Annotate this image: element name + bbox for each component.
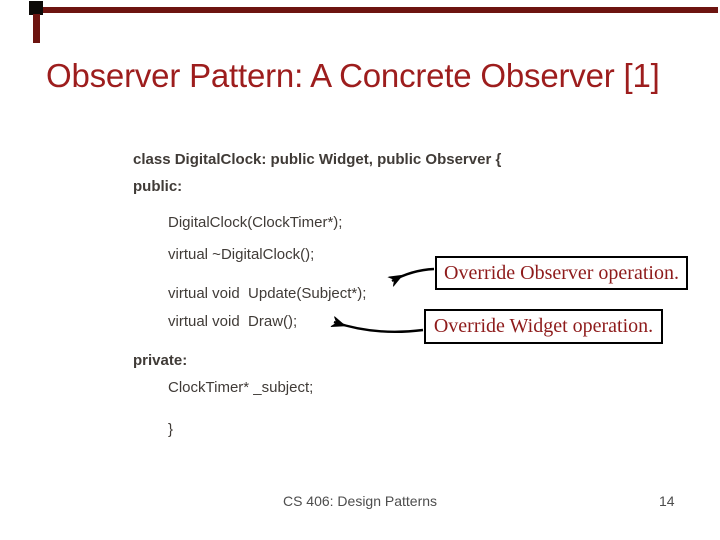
code-line-private: private: xyxy=(133,352,188,369)
callout-override-observer-text: Override Observer operation. xyxy=(444,261,679,284)
code-line-subject-member: ClockTimer* _subject; xyxy=(168,379,314,396)
code-line-draw: virtual void Draw(); xyxy=(168,313,298,330)
slide-title: Observer Pattern: A Concrete Observer [1… xyxy=(46,57,660,94)
top-left-square-decoration xyxy=(29,1,43,15)
code-line-destructor: virtual ~DigitalClock(); xyxy=(168,246,315,263)
footer-page-number: 14 xyxy=(659,493,675,509)
code-line-public: public: xyxy=(133,178,183,195)
callout-override-widget-text: Override Widget operation. xyxy=(433,315,654,337)
top-accent-bar xyxy=(29,7,718,13)
code-line-constructor: DigitalClock(ClockTimer*); xyxy=(168,214,343,231)
arrow-to-update-line xyxy=(392,267,435,281)
code-line-update: virtual void Update(Subject*); xyxy=(168,285,367,302)
callout-override-observer: Override Observer operation. xyxy=(435,256,688,290)
code-line-closing-brace: } xyxy=(168,421,174,438)
footer-course-name: CS 406: Design Patterns xyxy=(282,493,438,509)
arrow-to-draw-line xyxy=(334,322,424,333)
code-line-class-declaration: class DigitalClock: public Widget, publi… xyxy=(133,151,502,168)
left-accent-bar xyxy=(33,14,40,43)
callout-override-widget: Override Widget operation. xyxy=(424,309,663,344)
